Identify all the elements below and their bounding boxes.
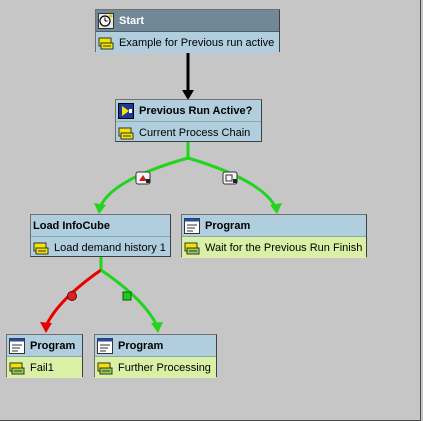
link-prev-run-to-load-infocube[interactable] (98, 156, 189, 209)
node-load-infocube-subtitle: Load demand history 1 (54, 241, 166, 254)
variant-icon (184, 242, 200, 254)
program-icon (9, 337, 25, 354)
node-start-header: Start (96, 10, 279, 31)
node-previous-run-subtitle: Current Process Chain (139, 126, 251, 139)
node-load-infocube-header: Load InfoCube (31, 215, 170, 236)
node-previous-run-header: Previous Run Active? (116, 100, 261, 121)
variant-icon (118, 127, 134, 139)
node-program-further-processing[interactable]: Program Further Processing (94, 334, 217, 378)
link-condition-icon-error[interactable] (67, 291, 77, 301)
node-program-wait[interactable]: Program Wait for the Previous Run Finish (181, 214, 367, 258)
clock-flag-icon (98, 12, 114, 29)
node-program-fail1-title: Program (30, 339, 76, 352)
node-program-fail1-subtitle: Fail1 (30, 361, 54, 374)
node-load-infocube-title: Load InfoCube (33, 219, 110, 232)
node-program-wait-variant: Wait for the Previous Run Finish (182, 236, 366, 258)
program-icon (184, 217, 200, 234)
node-start-title: Start (119, 14, 145, 27)
node-previous-run-variant: Current Process Chain (116, 121, 261, 143)
link-condition-icon-always[interactable] (135, 171, 151, 185)
arrowhead-start-to-prev-run (182, 90, 194, 100)
node-program-further-subtitle: Further Processing (118, 361, 211, 374)
variant-icon (9, 362, 25, 374)
arrowhead-to-load-infocube (94, 203, 106, 214)
node-program-further-title: Program (118, 339, 164, 352)
node-load-infocube[interactable]: Load InfoCube Load demand history 1 (30, 214, 171, 257)
node-start[interactable]: Start Example for Previous run active (95, 9, 280, 53)
arrowhead-to-program-fail (40, 322, 52, 333)
node-program-wait-subtitle: Wait for the Previous Run Finish (205, 241, 363, 254)
node-program-further-header: Program (95, 335, 216, 356)
node-program-wait-header: Program (182, 215, 366, 236)
arrowhead-to-program-wait (270, 203, 282, 214)
node-program-fail1-header: Program (7, 335, 82, 356)
node-start-variant: Example for Previous run active (96, 31, 279, 53)
node-previous-run-title: Previous Run Active? (139, 104, 253, 117)
program-icon (97, 337, 113, 354)
link-condition-icon-ok[interactable] (122, 291, 132, 301)
node-program-fail1-variant: Fail1 (7, 356, 82, 378)
node-program-further-variant: Further Processing (95, 356, 216, 378)
link-prev-run-to-program-wait[interactable] (187, 156, 278, 209)
arrowhead-to-program-further (151, 322, 163, 333)
process-chain-icon (118, 102, 134, 119)
link-condition-icon-success[interactable] (222, 171, 238, 185)
node-program-fail1[interactable]: Program Fail1 (6, 334, 83, 378)
node-start-subtitle: Example for Previous run active (119, 36, 275, 49)
variant-icon (33, 242, 49, 254)
node-load-infocube-variant: Load demand history 1 (31, 236, 170, 258)
node-program-wait-title: Program (205, 219, 251, 232)
link-load-to-program-further[interactable] (100, 268, 159, 327)
node-previous-run-active[interactable]: Previous Run Active? Current Process Cha… (115, 99, 262, 142)
variant-icon (98, 37, 114, 49)
link-load-to-program-fail[interactable] (44, 268, 102, 327)
variant-icon (97, 362, 113, 374)
